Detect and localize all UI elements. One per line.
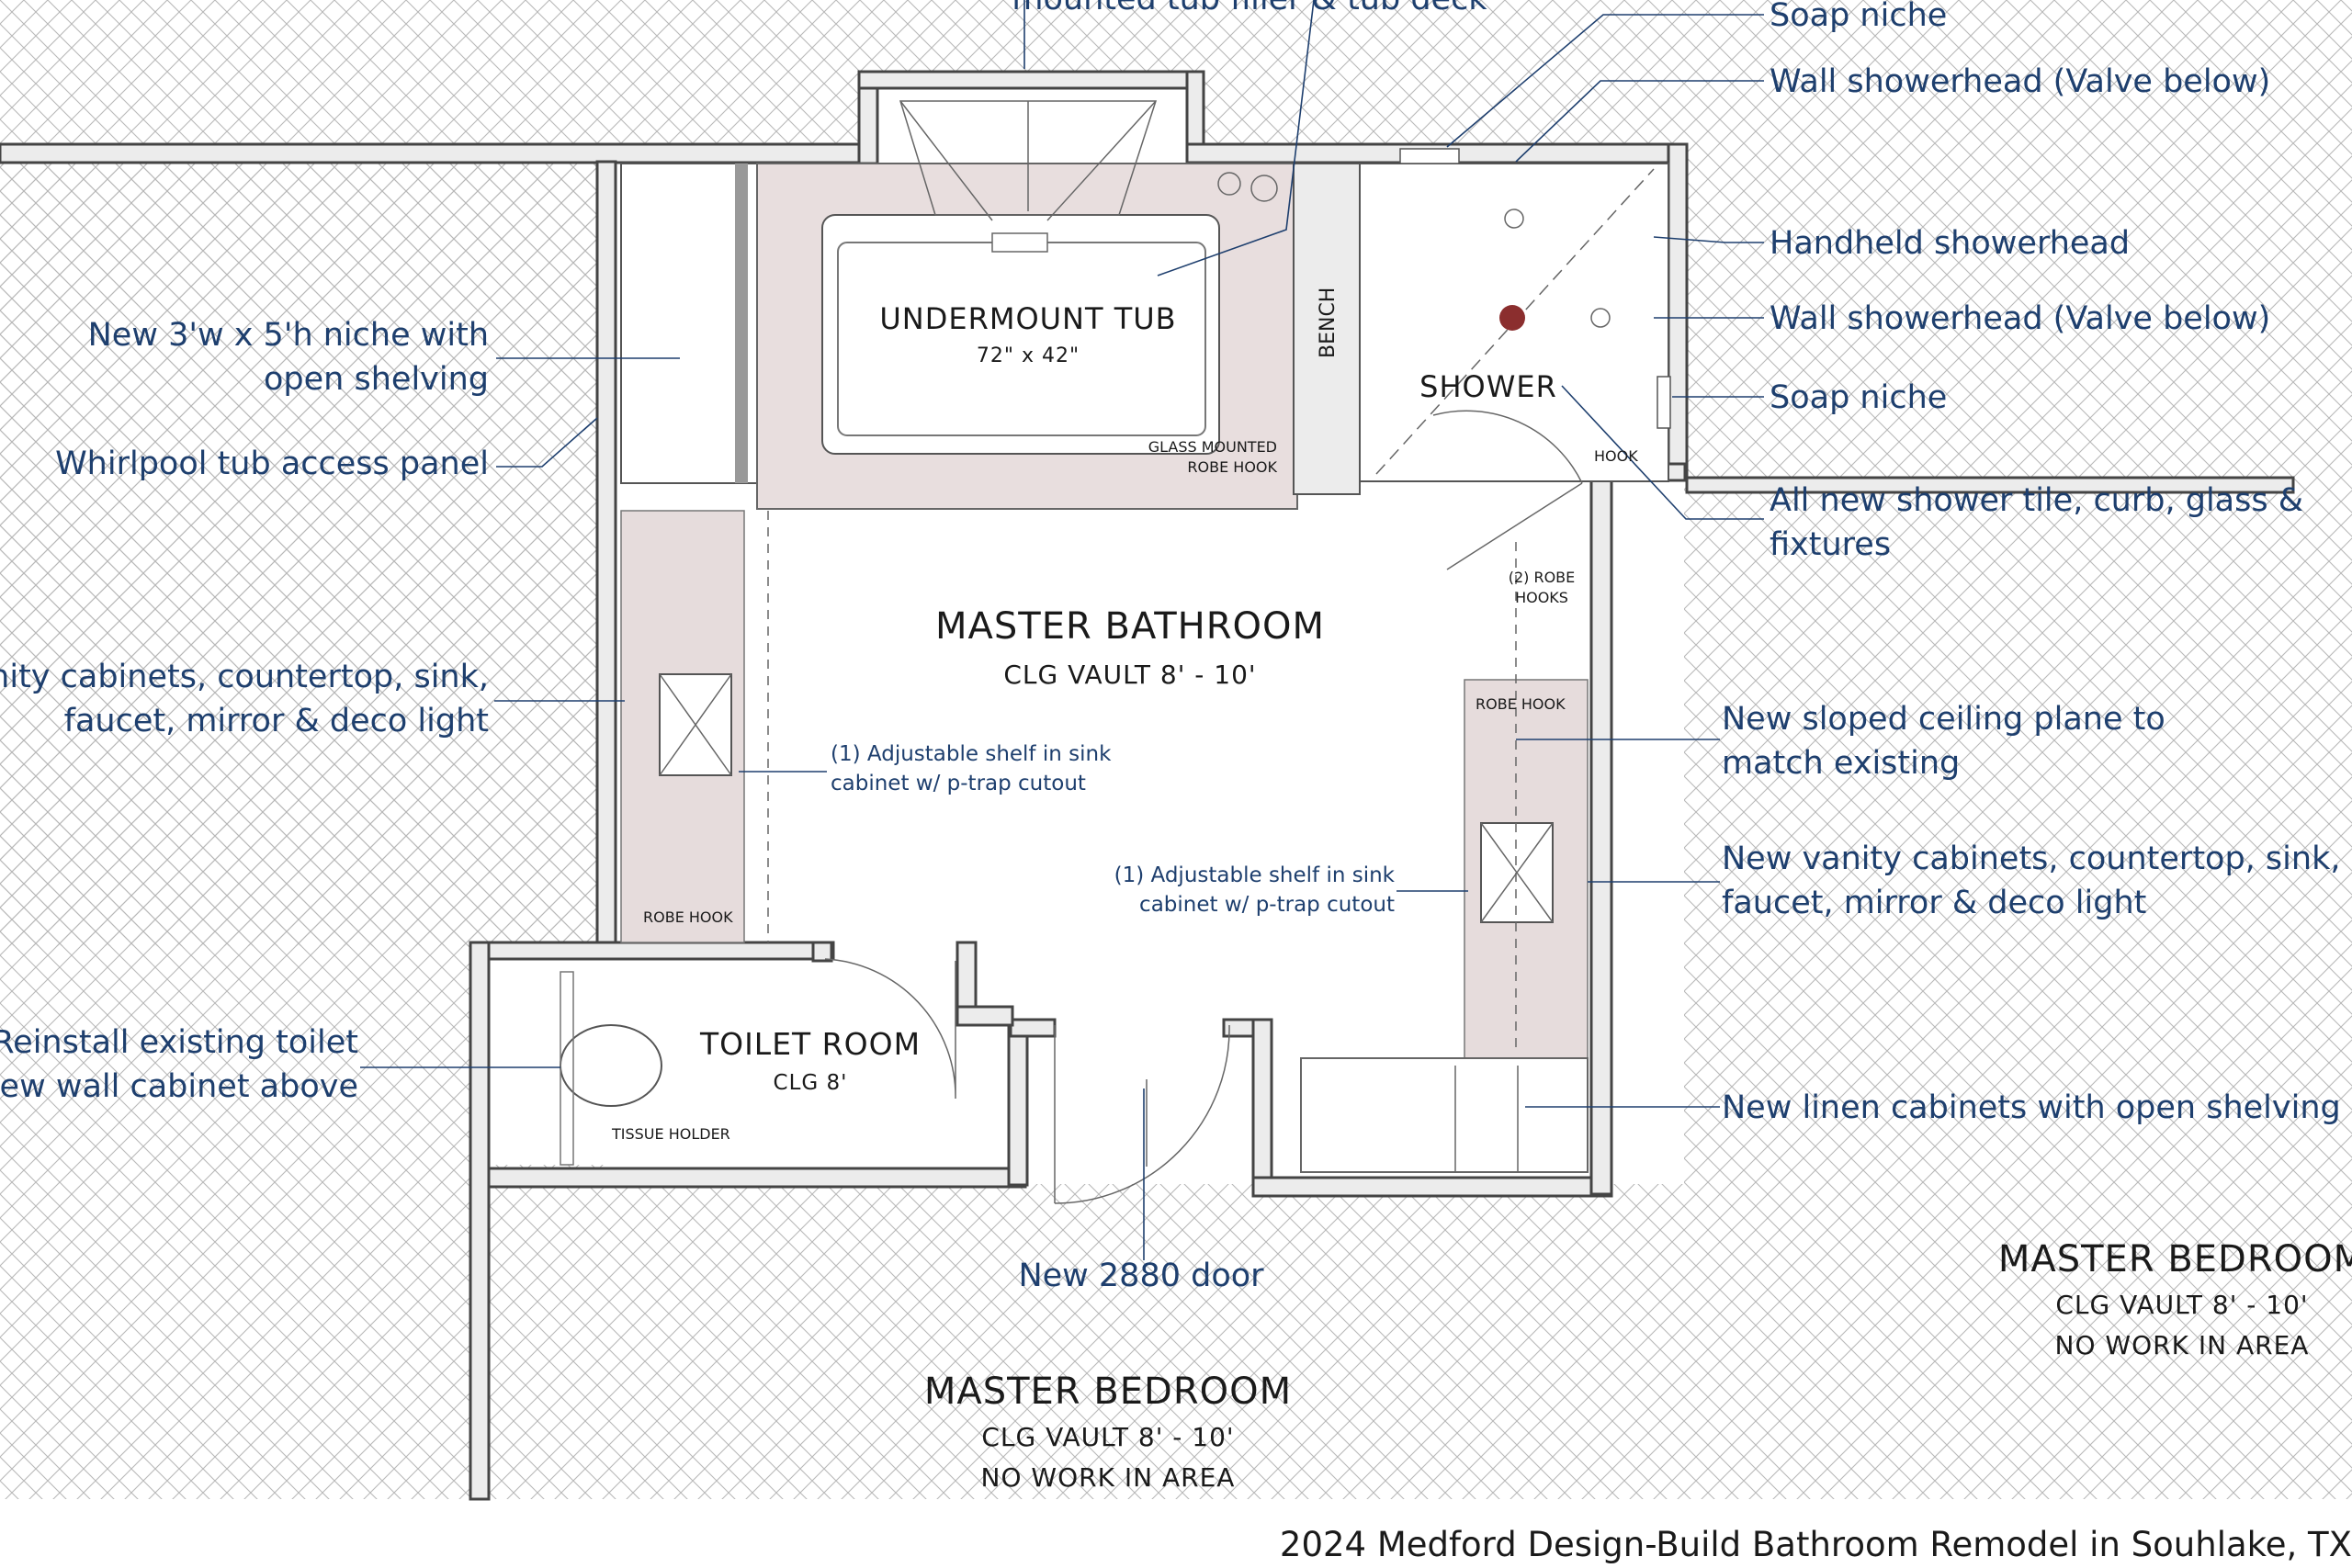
robe-hooks-label-2: HOOKS <box>1515 589 1568 606</box>
toilet-room-title: TOILET ROOM <box>699 1026 921 1062</box>
bedroom-right-ceiling: CLG VAULT 8' - 10' <box>2055 1290 2308 1320</box>
bedroom-bottom-ceiling: CLG VAULT 8' - 10' <box>981 1422 1234 1452</box>
bedroom-bottom-status: NO WORK IN AREA <box>981 1462 1236 1493</box>
note-shelf-left-2: cabinet w/ p-trap cutout <box>831 772 1086 795</box>
glass-hook-label-2: ROBE HOOK <box>1187 458 1277 476</box>
note-toilet-2: New wall cabinet above <box>0 1068 358 1105</box>
note-wall-showerhead-1: Wall showerhead (Valve below) <box>1770 63 2270 100</box>
robe-hook-left-label: ROBE HOOK <box>643 908 733 926</box>
note-niche-2: open shelving <box>264 361 489 398</box>
glass-hook-label-1: GLASS MOUNTED <box>1148 438 1277 456</box>
note-handheld: Handheld showerhead <box>1770 225 2130 262</box>
note-sloped-1: New sloped ceiling plane to <box>1722 701 2165 738</box>
master-bathroom-title: MASTER BATHROOM <box>935 605 1325 648</box>
note-linen: New linen cabinets with open shelving <box>1722 1089 2341 1126</box>
note-shower-tile-1: All new shower tile, curb, glass & <box>1770 482 2303 519</box>
bench-label: BENCH <box>1317 288 1340 358</box>
note-vanity-left-2: faucet, mirror & deco light <box>64 703 489 739</box>
toilet-room-ceiling: CLG 8' <box>774 1071 848 1095</box>
bedroom-right-title: MASTER BEDROOM <box>1998 1238 2352 1280</box>
note-tub-filler: mounted tub filler & tub deck <box>1012 0 1487 17</box>
note-shelf-left-1: (1) Adjustable shelf in sink <box>831 742 1112 766</box>
tissue-holder-label: TISSUE HOLDER <box>611 1125 730 1143</box>
note-vanity-right-2: faucet, mirror & deco light <box>1722 885 2146 921</box>
shower-title: SHOWER <box>1419 369 1557 404</box>
tub-name: UNDERMOUNT TUB <box>879 301 1176 336</box>
note-soap-niche-top: Soap niche <box>1770 0 1947 34</box>
drawing-caption: 2024 Medford Design-Build Bathroom Remod… <box>1279 1525 2352 1564</box>
tub-size: 72" x 42" <box>977 344 1080 367</box>
note-shelf-right-1: (1) Adjustable shelf in sink <box>1114 863 1396 887</box>
note-whirlpool: Whirlpool tub access panel <box>55 446 489 482</box>
tub-area <box>620 100 1671 570</box>
note-vanity-right-1: New vanity cabinets, countertop, sink, <box>1722 840 2340 877</box>
note-soap-niche-2: Soap niche <box>1770 379 1947 416</box>
hook-label: HOOK <box>1594 447 1638 465</box>
note-shelf-right-2: cabinet w/ p-trap cutout <box>1139 893 1395 917</box>
bedroom-right-status: NO WORK IN AREA <box>2055 1330 2310 1360</box>
cabinets <box>560 510 1589 1204</box>
note-niche-1: New 3'w x 5'h niche with <box>88 317 489 354</box>
note-shower-tile-2: fixtures <box>1770 526 1891 563</box>
note-wall-showerhead-2: Wall showerhead (Valve below) <box>1770 300 2270 337</box>
master-bathroom-ceiling: CLG VAULT 8' - 10' <box>1003 660 1256 690</box>
robe-hooks-label-1: (2) ROBE <box>1509 569 1576 586</box>
note-sloped-2: match existing <box>1722 745 1960 782</box>
note-toilet-1: Reinstall existing toilet <box>0 1024 358 1061</box>
bedroom-bottom-title: MASTER BEDROOM <box>924 1371 1292 1413</box>
annotation-leaders <box>360 0 1764 1260</box>
note-vanity-left-1: anity cabinets, countertop, sink, <box>0 659 489 695</box>
note-door: New 2880 door <box>1018 1258 1264 1294</box>
walls <box>0 70 2295 1501</box>
robe-hook-right-label: ROBE HOOK <box>1476 695 1566 713</box>
